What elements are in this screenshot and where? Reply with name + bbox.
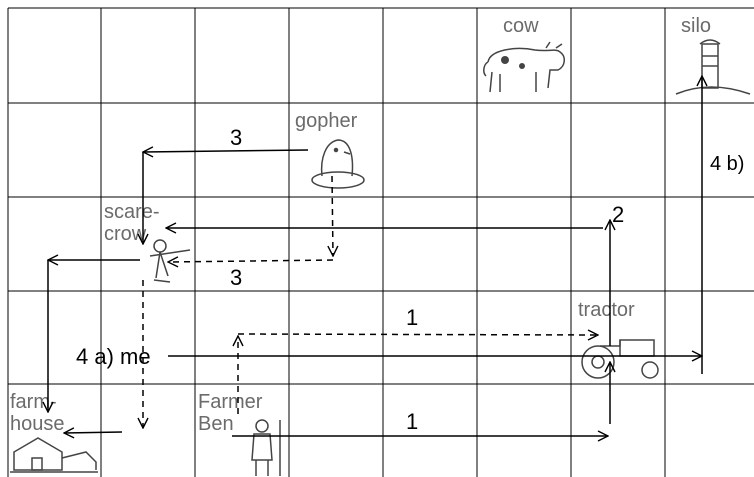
farmer-label-line1: Farmer [198, 391, 263, 413]
farmer-label-line2: Ben [198, 413, 234, 435]
dashed-right-to-tractor [237, 334, 598, 335]
farmhouse-label-line2: house [10, 413, 65, 435]
path-1-upper-label: 1 [406, 305, 418, 330]
tractor-icon [581, 339, 659, 379]
label-4b: 4 b) [710, 153, 744, 175]
path-3-top-label: 3 [230, 125, 242, 150]
dashed-gopher-down [332, 175, 333, 256]
dashed-left-to-scarecrow [168, 260, 334, 262]
farmhouse-icon [10, 437, 98, 473]
scarecrow-label-line1: scare- [104, 201, 160, 223]
route-dashed [143, 175, 598, 428]
arrow-gopher-left [143, 150, 309, 152]
scarecrow-label-line2: crow [104, 223, 147, 245]
arrow-to-farmhouse [64, 432, 123, 433]
cow-label: cow [503, 15, 539, 37]
grid [7, 7, 754, 477]
route-solid [48, 76, 702, 436]
silo-icon [675, 39, 751, 95]
gopher-icon [311, 139, 365, 189]
scarecrow-icon [149, 239, 191, 283]
gopher-label: gopher [295, 110, 358, 132]
cow-icon [483, 41, 565, 93]
label-4a: 4 a) me [76, 344, 151, 369]
farmhouse-label-line1: farm- [10, 391, 57, 413]
farmer-icon [251, 419, 281, 476]
path-3-dashed-label: 3 [230, 265, 242, 290]
silo-label: silo [681, 15, 711, 37]
tractor-label: tractor [578, 299, 635, 321]
path-2-label: 2 [612, 202, 624, 227]
path-1-lower-label: 1 [406, 409, 418, 434]
